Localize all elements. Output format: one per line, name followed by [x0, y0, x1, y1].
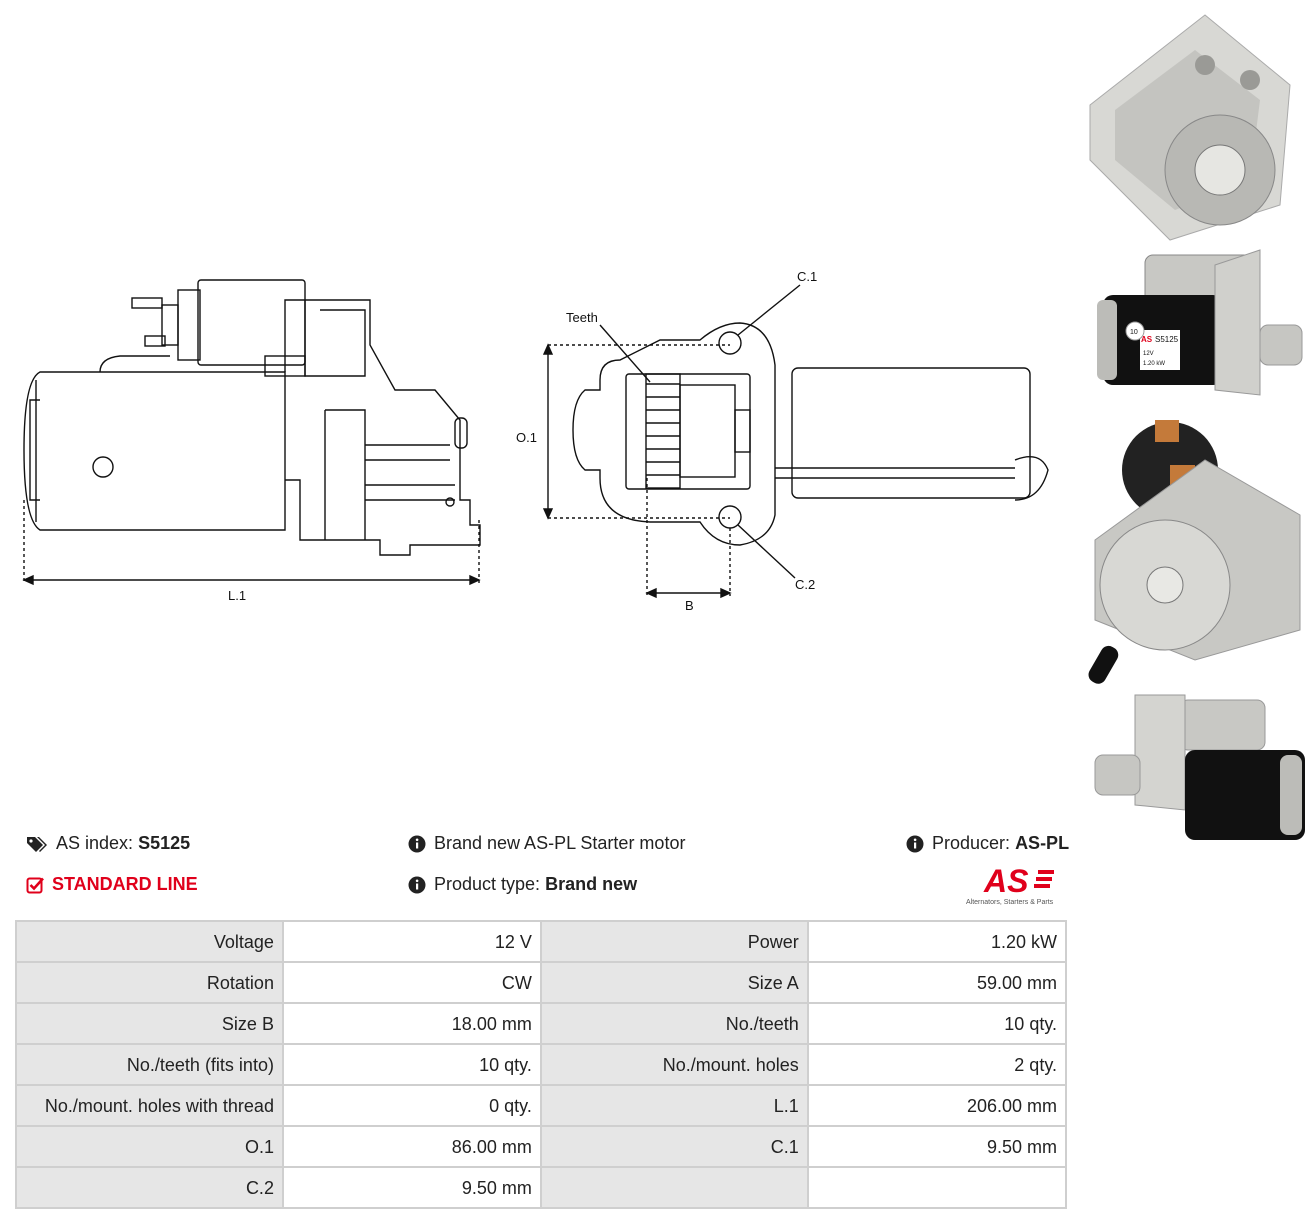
spec-key: No./teeth (fits into)	[17, 1045, 282, 1084]
spec-value: 9.50 mm	[808, 1127, 1065, 1166]
info-icon	[906, 835, 924, 853]
label-l1: L.1	[228, 588, 246, 603]
spec-value: 0 qty.	[283, 1086, 540, 1125]
standard-line: STANDARD LINE	[26, 874, 198, 895]
spec-key: C.1	[541, 1127, 807, 1166]
info-icon	[408, 876, 426, 894]
logo-text: AS	[983, 863, 1029, 899]
logo-tagline: Alternators, Starters & Parts	[966, 899, 1054, 906]
spec-value: 86.00 mm	[283, 1127, 540, 1166]
spec-key: C.2	[17, 1168, 282, 1207]
spec-key: No./mount. holes with thread	[17, 1086, 282, 1125]
spec-value: 12 V	[283, 922, 540, 961]
spec-value	[808, 1168, 1065, 1207]
spec-value: 10 qty.	[808, 1004, 1065, 1043]
product-photos: AS S5125 12V 1.20 kW 10	[1088, 14, 1305, 840]
spec-key: L.1	[541, 1086, 807, 1125]
label-b: B	[685, 598, 694, 613]
photo-label-index: S5125	[1155, 335, 1179, 344]
spec-key: No./teeth	[541, 1004, 807, 1043]
spec-key: Voltage	[17, 922, 282, 961]
as-index: AS index: S5125	[26, 833, 190, 854]
standard-line-text: STANDARD LINE	[52, 874, 198, 894]
label-o1: O.1	[516, 430, 537, 445]
spec-value: 2 qty.	[808, 1045, 1065, 1084]
spec-value: 9.50 mm	[283, 1168, 540, 1207]
as-index-value: S5125	[138, 833, 191, 853]
table-row: Voltage 12 V Power 1.20 kW	[17, 922, 1065, 961]
spec-key: O.1	[17, 1127, 282, 1166]
table-row: No./teeth (fits into) 10 qty. No./mount.…	[17, 1045, 1065, 1084]
as-index-label: AS index:	[56, 833, 134, 853]
product-type: Product type: Brand new	[408, 874, 637, 895]
spec-value: CW	[283, 963, 540, 1002]
photo-rear	[1088, 420, 1301, 684]
spec-key: Rotation	[17, 963, 282, 1002]
spec-key: Power	[541, 922, 807, 961]
table-row: C.2 9.50 mm	[17, 1168, 1065, 1207]
product-type-value: Brand new	[545, 874, 638, 894]
table-row: Rotation CW Size A 59.00 mm	[17, 963, 1065, 1002]
photo-side: AS S5125 12V 1.20 kW 10	[1097, 249, 1303, 396]
product-type-label: Product type:	[434, 874, 541, 894]
table-row: Size B 18.00 mm No./teeth 10 qty.	[17, 1004, 1065, 1043]
spec-value: 18.00 mm	[283, 1004, 540, 1043]
spec-value: 1.20 kW	[808, 922, 1065, 961]
producer: Producer: AS-PL	[906, 833, 1069, 854]
specs-table: Voltage 12 V Power 1.20 kW Rotation CW S…	[15, 920, 1067, 1209]
spec-key	[541, 1168, 807, 1207]
spec-value: 206.00 mm	[808, 1086, 1065, 1125]
spec-value: 59.00 mm	[808, 963, 1065, 1002]
photo-label-power: 1.20 kW	[1143, 361, 1165, 367]
info-icon	[408, 835, 426, 853]
photo-side-2	[1094, 694, 1305, 840]
description-text: Brand new AS-PL Starter motor	[434, 833, 686, 853]
table-row: O.1 86.00 mm C.1 9.50 mm	[17, 1127, 1065, 1166]
as-pl-logo: AS Alternators, Starters & Parts	[960, 862, 1070, 908]
description: Brand new AS-PL Starter motor	[408, 833, 685, 854]
spec-value: 10 qty.	[283, 1045, 540, 1084]
photo-flange	[1089, 14, 1291, 241]
photo-label-voltage: 12V	[1143, 351, 1154, 357]
label-teeth: Teeth	[566, 310, 598, 325]
spec-key: No./mount. holes	[541, 1045, 807, 1084]
photo-label-tag: AS	[1141, 335, 1153, 344]
producer-label: Producer:	[932, 833, 1011, 853]
tags-icon	[27, 837, 47, 853]
technical-drawing: L.1 Teeth C.1 O.1 C.2 B	[22, 269, 1049, 613]
as-logo-icon: AS Alternators, Starters & Parts	[966, 863, 1054, 906]
checkbox-checked-icon	[26, 877, 44, 894]
spec-key: Size A	[541, 963, 807, 1002]
label-c2: C.2	[795, 577, 815, 592]
label-c1: C.1	[797, 269, 817, 284]
photo-label-sticker: 10	[1130, 329, 1138, 336]
spec-key: Size B	[17, 1004, 282, 1043]
table-row: No./mount. holes with thread 0 qty. L.1 …	[17, 1086, 1065, 1125]
producer-value: AS-PL	[1015, 833, 1070, 853]
